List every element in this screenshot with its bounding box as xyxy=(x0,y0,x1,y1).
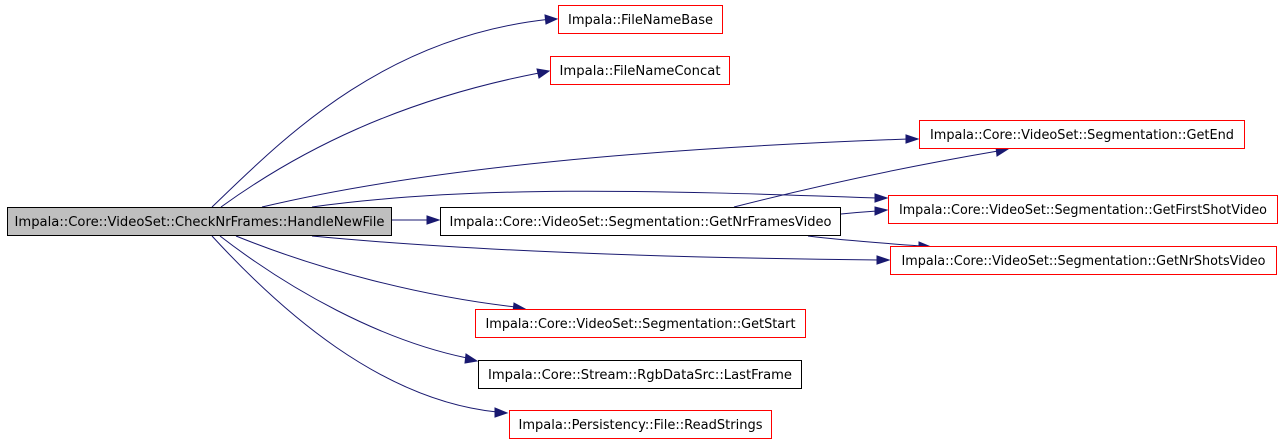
node-handle-new-file[interactable]: Impala::Core::VideoSet::CheckNrFrames::H… xyxy=(7,207,392,236)
node-get-start[interactable]: Impala::Core::VideoSet::Segmentation::Ge… xyxy=(475,309,806,338)
node-get-end[interactable]: Impala::Core::VideoSet::Segmentation::Ge… xyxy=(919,120,1245,149)
node-last-frame[interactable]: Impala::Core::Stream::RgbDataSrc::LastFr… xyxy=(478,360,802,389)
edge-handlenewfile-to-getstart xyxy=(235,235,527,313)
edge-handlenewfile-to-filenamebase xyxy=(211,14,559,208)
node-file-name-concat[interactable]: Impala::FileNameConcat xyxy=(550,56,730,85)
edge-handlenewfile-to-lastframe xyxy=(219,235,479,364)
node-get-nr-frames-video[interactable]: Impala::Core::VideoSet::Segmentation::Ge… xyxy=(440,207,841,236)
edge-handlenewfile-to-readstrings xyxy=(211,235,509,418)
edge-handlenewfile-to-getend xyxy=(261,134,920,208)
node-file-name-base[interactable]: Impala::FileNameBase xyxy=(558,5,723,34)
node-label: Impala::Core::VideoSet::Segmentation::Ge… xyxy=(930,128,1234,143)
edge-getnrframesvideo-to-getfirstshotvideo xyxy=(840,206,889,216)
node-get-nr-shots-video[interactable]: Impala::Core::VideoSet::Segmentation::Ge… xyxy=(890,246,1277,275)
node-read-strings[interactable]: Impala::Persistency::File::ReadStrings xyxy=(509,410,772,439)
node-label: Impala::FileNameConcat xyxy=(560,64,721,79)
node-label: Impala::Core::VideoSet::Segmentation::Ge… xyxy=(486,317,796,332)
node-label: Impala::Core::VideoSet::CheckNrFrames::H… xyxy=(15,215,385,230)
node-label: Impala::Core::VideoSet::Segmentation::Ge… xyxy=(450,215,832,230)
edge-handlenewfile-to-getfirstshotvideo xyxy=(311,190,889,208)
node-label: Impala::Core::Stream::RgbDataSrc::LastFr… xyxy=(488,368,792,383)
node-label: Impala::Core::VideoSet::Segmentation::Ge… xyxy=(902,254,1266,269)
node-label: Impala::Persistency::File::ReadStrings xyxy=(519,418,763,433)
node-label: Impala::FileNameBase xyxy=(568,13,713,28)
edge-handlenewfile-to-filenameconcat xyxy=(220,68,551,208)
node-label: Impala::Core::VideoSet::Segmentation::Ge… xyxy=(899,203,1267,218)
edge-handlenewfile-to-getnrframesvideo xyxy=(392,215,441,225)
function-nodes: Impala::Core::VideoSet::CheckNrFrames::H… xyxy=(7,5,1278,439)
node-get-first-shot-video[interactable]: Impala::Core::VideoSet::Segmentation::Ge… xyxy=(888,195,1278,224)
edge-handlenewfile-to-getnrshotsvideo xyxy=(311,235,891,265)
call-edges xyxy=(211,14,1010,418)
